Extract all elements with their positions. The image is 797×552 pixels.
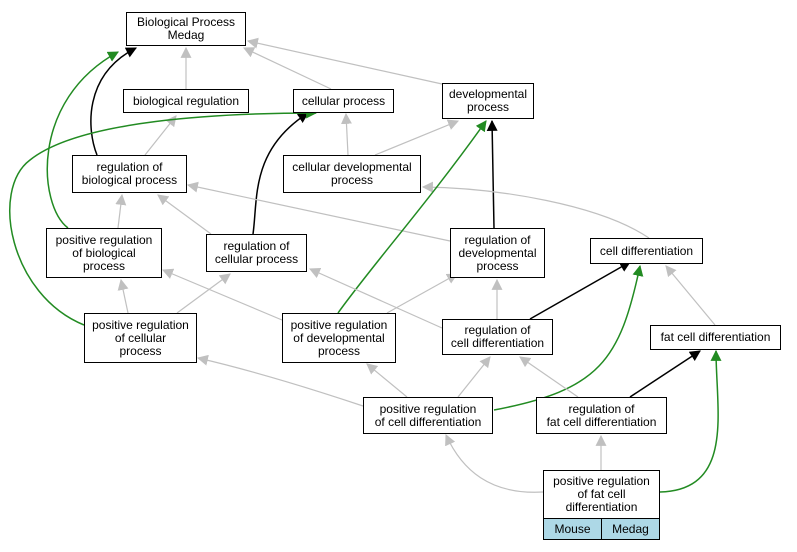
- edge-reg-cell-to-reg-bio: [157, 194, 212, 235]
- edge-reg-fat-diff-to-reg-cell-diff: [519, 356, 579, 398]
- node-positive-regulation-of-developmental-process[interactable]: positive regulation of developmental pro…: [282, 313, 396, 363]
- edge-pos-reg-dev-to-reg-dev: [386, 273, 458, 314]
- node-positive-regulation-of-fat-cell-differentiation[interactable]: positive regulation of fat cell differen…: [543, 470, 660, 519]
- edge-pos-reg-cell-to-pos-reg-bio: [117, 278, 129, 314]
- node-regulation-of-biological-process[interactable]: regulation of biological process: [72, 155, 187, 193]
- edge-reg-bio-to-bio-reg: [144, 115, 177, 156]
- edge-cell-diff-to-cell-dev: [421, 181, 650, 239]
- edge-pos-reg-bio-to-reg-bio: [115, 193, 127, 229]
- node-positive-regulation-of-cellular-process[interactable]: positive regulation of cellular process: [84, 313, 197, 363]
- edge-cell-dev-to-dev-proc: [374, 119, 460, 156]
- node-cell-differentiation[interactable]: cell differentiation: [590, 238, 703, 264]
- node-developmental-process[interactable]: developmental process: [442, 83, 534, 119]
- edge-dev-proc-to-bp-medag: [246, 37, 443, 85]
- edge-pos-reg-cell-diff-to-pos-reg-cell: [196, 354, 364, 407]
- edge-pos-reg-dev-to-pos-reg-bio: [161, 268, 283, 321]
- node-cellular-process[interactable]: cellular process: [293, 89, 394, 113]
- edge-fat-diff-to-cell-diff: [665, 265, 716, 326]
- edge-pos-reg-fat-diff-to-fat-diff: [659, 349, 722, 493]
- species-tag-medag[interactable]: Medag: [601, 518, 660, 540]
- node-cellular-developmental-process[interactable]: cellular developmental process: [283, 155, 421, 193]
- edge-cell-proc-to-bp-medag: [243, 47, 332, 90]
- edge-pos-reg-cell-diff-to-cell-diff: [493, 264, 644, 411]
- node-positive-regulation-of-cell-differentiation[interactable]: positive regulation of cell differentiat…: [363, 397, 493, 434]
- edge-pos-reg-cell-diff-to-reg-cell-diff: [457, 356, 491, 398]
- edge-pos-reg-cell-diff-to-pos-reg-dev: [366, 363, 408, 398]
- node-fat-cell-differentiation[interactable]: fat cell differentiation: [650, 325, 781, 350]
- edge-pos-reg-cell-to-cell-proc: [9, 107, 318, 326]
- node-biological-regulation[interactable]: biological regulation: [123, 89, 249, 113]
- edge-reg-cell-to-cell-proc: [252, 112, 309, 235]
- edge-pos-reg-cell-to-reg-cell: [176, 273, 231, 314]
- edge-reg-cell-diff-to-reg-cell: [308, 268, 443, 329]
- edge-pos-reg-fat-diff-to-pos-reg-cell-diff: [445, 433, 544, 493]
- edge-reg-fat-diff-to-fat-diff: [629, 350, 701, 398]
- node-regulation-of-fat-cell-differentiation[interactable]: regulation of fat cell differentiation: [536, 397, 667, 434]
- edge-reg-dev-to-reg-bio: [186, 181, 451, 242]
- edge-reg-bio-to-bp-medag: [90, 47, 137, 156]
- edge-pos-reg-bio-to-bp-medag: [46, 51, 119, 229]
- node-biological-process-medag[interactable]: Biological Process Medag: [126, 12, 246, 46]
- edge-cell-dev-to-cell-proc: [340, 112, 352, 156]
- edge-reg-cell-diff-to-cell-diff: [529, 261, 631, 320]
- species-tag-mouse[interactable]: Mouse: [543, 518, 602, 540]
- node-positive-regulation-of-biological-process[interactable]: positive regulation of biological proces…: [46, 228, 162, 278]
- edge-reg-dev-to-dev-proc: [486, 119, 498, 229]
- node-regulation-of-cellular-process[interactable]: regulation of cellular process: [206, 234, 307, 272]
- node-regulation-of-cell-differentiation[interactable]: regulation of cell differentiation: [442, 319, 553, 355]
- node-regulation-of-developmental-process[interactable]: regulation of developmental process: [450, 228, 545, 278]
- edge-pos-reg-dev-to-dev-proc: [337, 120, 487, 314]
